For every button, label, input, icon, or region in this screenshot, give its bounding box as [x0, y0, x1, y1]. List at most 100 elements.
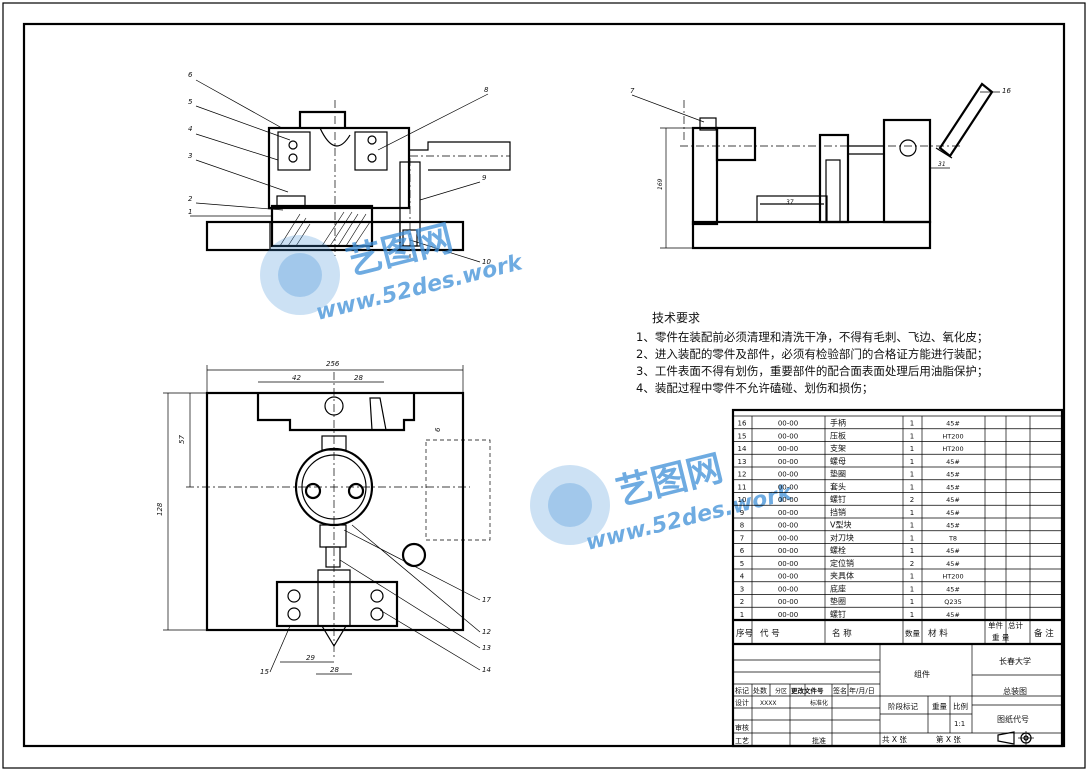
bom-cell-qty: 1	[910, 598, 914, 606]
bom-cell-qty: 1	[910, 509, 914, 517]
dim-256: 256	[326, 360, 340, 368]
callout-10: 10	[482, 258, 491, 266]
side-view: 169 31 37 7 16	[630, 82, 1011, 250]
bom-cell-code: 00-00	[778, 560, 798, 568]
dim-28-bottom: 28	[330, 666, 339, 674]
tb-check-label: 审核	[735, 723, 749, 732]
callout-3: 3	[188, 152, 192, 160]
bom-cell-material: 45#	[946, 611, 960, 619]
bom-cell-material: 45#	[946, 585, 960, 593]
bom-cell-qty: 1	[910, 445, 914, 453]
bom-cell-name: 定位销	[830, 558, 854, 568]
bom-cell-qty: 1	[910, 611, 914, 619]
bom-cell-qty: 1	[910, 458, 914, 466]
bom-cell-no: 10	[738, 496, 747, 504]
bom-cell-no: 1	[740, 611, 744, 619]
bom-cell-name: 螺钉	[830, 494, 846, 504]
callout-14: 14	[482, 666, 491, 674]
bom-cell-material: 45#	[946, 483, 960, 491]
bom-cell-no: 7	[740, 534, 744, 542]
tb-row-label-2: 处数	[753, 686, 767, 695]
callout-15: 15	[260, 668, 269, 676]
callout-9: 9	[482, 174, 487, 182]
bom-cell-code: 00-00	[778, 496, 798, 504]
inner-border	[22, 22, 1066, 748]
bom-cell-no: 5	[740, 560, 744, 568]
tb-drawing-name: 总装图	[1003, 686, 1027, 696]
callout-8: 8	[484, 86, 489, 94]
bom-cell-name: 底座	[830, 583, 846, 593]
callout-1: 1	[188, 208, 192, 216]
bom-header-name: 名 称	[832, 628, 852, 639]
bom-cell-no: 13	[738, 458, 747, 466]
bom-cell-no: 14	[738, 445, 747, 453]
dim-42: 42	[292, 374, 301, 382]
bom-header-remark: 备 注	[1034, 628, 1054, 639]
dim-169: 169	[657, 178, 664, 190]
bom-cell-material: Q235	[944, 598, 962, 606]
tb-row-label-6: 年/月/日	[849, 686, 875, 695]
bom-cell-name: 对刀块	[830, 532, 854, 542]
bom-cell-qty: 1	[910, 585, 914, 593]
bom-cell-qty: 1	[910, 432, 914, 440]
tech-req-item-4: 4、装配过程中零件不允许磕碰、划伤和损伤；	[636, 381, 873, 395]
callout-6: 6	[188, 71, 193, 79]
bom-cell-material: 45#	[946, 496, 960, 504]
dim-128: 128	[156, 502, 164, 516]
bom-cell-qty: 2	[910, 560, 914, 568]
bom-cell-no: 6	[740, 547, 745, 555]
bom-cell-code: 00-00	[778, 611, 798, 619]
bom-cell-qty: 1	[910, 483, 914, 491]
bom-cell-code: 00-00	[778, 432, 798, 440]
bom-cell-no: 3	[740, 585, 744, 593]
dim-37: 37	[786, 199, 794, 206]
tech-req-item-3: 3、工件表面不得有划伤，重要部件的配合面表面处理后用油脂保护；	[636, 364, 988, 378]
bom-cell-qty: 1	[910, 573, 914, 581]
tb-scale-value: 1:1	[954, 720, 965, 728]
bom-cell-name: 挡销	[830, 507, 846, 517]
tech-req-item-1: 1、零件在装配前必须清理和清洗干净，不得有毛刺、飞边、氧化皮；	[636, 330, 988, 344]
bom-cell-name: 垫圈	[830, 596, 846, 606]
bom-header-unit: 单件	[988, 620, 1003, 630]
bom-cell-no: 2	[740, 598, 744, 606]
dim-6: 6	[434, 427, 442, 432]
bom-cell-material: 45#	[946, 420, 960, 428]
tb-standard-label: 标准化	[810, 699, 828, 707]
bom-row: 5 00-00 定位销 2 45#	[740, 558, 960, 568]
bom-cell-qty: 1	[910, 547, 914, 555]
bom-cell-material: 45#	[946, 509, 960, 517]
bom-cell-qty: 1	[910, 420, 914, 428]
bom-cell-material: 45#	[946, 560, 960, 568]
callout-4: 4	[188, 125, 192, 133]
bom-header-qty: 数量	[905, 628, 920, 638]
callout-2: 2	[188, 195, 193, 203]
tb-stage-label: 阶段标记	[888, 701, 918, 711]
bom-cell-no: 12	[738, 471, 747, 479]
tech-req-title: 技术要求	[652, 311, 700, 325]
dim-29: 29	[306, 654, 315, 662]
bom-cell-material: 45#	[946, 458, 960, 466]
bom-cell-code: 00-00	[778, 509, 798, 517]
tb-process-label: 工艺	[735, 737, 749, 745]
bom-cell-name: V型块	[830, 520, 851, 530]
bom-cell-no: 8	[740, 522, 744, 530]
bom-cell-no: 16	[738, 420, 747, 428]
bom-cell-no: 15	[738, 432, 747, 440]
tb-row-label-3: 分区	[775, 687, 787, 695]
bom-cell-code: 00-00	[778, 573, 798, 581]
callout-12: 12	[482, 628, 491, 636]
front-view: 6 5 4 3 2 1 8 9 10	[188, 71, 511, 266]
tb-approve-label: 批准	[812, 736, 826, 745]
callout-17: 17	[482, 596, 491, 604]
tb-row-label-1: 标记	[735, 686, 749, 695]
bom-cell-name: 手柄	[830, 418, 846, 428]
